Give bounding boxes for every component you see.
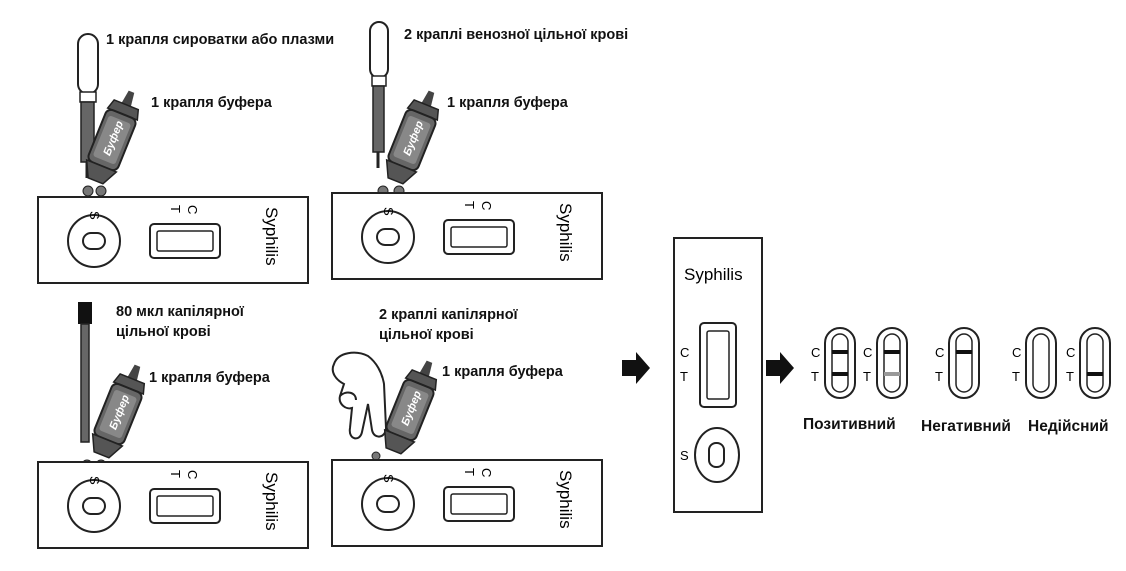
step4-buffer-label: 1 крапля буфера [442, 364, 563, 380]
svg-text:Syphilis: Syphilis [556, 470, 575, 529]
step4-illustration: Буфер S T C Syphilis [331, 351, 603, 547]
result-positive-2: C T [863, 327, 908, 399]
arrow-right-icon [622, 352, 650, 384]
svg-text:S: S [680, 448, 689, 463]
svg-text:T: T [811, 369, 819, 384]
test-cassette: S T C Syphilis [331, 459, 603, 547]
buffer-bottle-icon: Буфер [377, 354, 446, 458]
result-invalid-1: C T [1012, 327, 1057, 399]
step3-illustration: Буфер S T C Syphilis [37, 302, 309, 549]
step2-illustration: Буфер S T C Syphilis [331, 21, 603, 280]
test-cassette: S T C Syphilis [37, 196, 309, 284]
step2-sample-label: 2 краплі венозної цільної крові [404, 27, 629, 43]
test-cassette: S T C Syphilis [331, 192, 603, 280]
pipette-icon [77, 33, 99, 178]
svg-text:C: C [1012, 345, 1021, 360]
buffer-bottle-icon: Буфер [85, 358, 154, 462]
step4-sample-label-line2: цільної крові [379, 327, 474, 343]
svg-text:T: T [680, 369, 688, 384]
svg-text:C: C [811, 345, 820, 360]
step1-sample-label: 1 крапля сироватки або плазми [106, 32, 335, 48]
svg-text:Syphilis: Syphilis [556, 203, 575, 262]
result-positive-1: C T [811, 327, 856, 399]
svg-text:Syphilis: Syphilis [684, 265, 743, 284]
svg-text:S: S [381, 474, 396, 483]
svg-text:T: T [462, 468, 477, 476]
svg-text:Syphilis: Syphilis [262, 207, 281, 266]
capillary-tube-icon [78, 302, 92, 443]
svg-text:C: C [1066, 345, 1075, 360]
svg-text:C: C [863, 345, 872, 360]
buffer-bottle-icon: Буфер [379, 84, 448, 188]
step3-sample-label-line2: цільної крові [116, 324, 211, 340]
arrow-right-icon [766, 352, 794, 384]
step3-buffer-label: 1 крапля буфера [149, 370, 270, 386]
svg-text:Syphilis: Syphilis [262, 472, 281, 531]
drop-icon [82, 185, 107, 197]
result-invalid-label: Недійсний [1028, 418, 1109, 435]
svg-text:T: T [1066, 369, 1074, 384]
step1-buffer-label: 1 крапля буфера [151, 95, 272, 111]
step4-sample-label-line1: 2 краплі капілярної [379, 307, 518, 323]
svg-text:T: T [935, 369, 943, 384]
svg-text:C: C [935, 345, 944, 360]
test-cassette: S T C Syphilis [37, 461, 309, 549]
svg-text:C: C [479, 468, 494, 477]
svg-text:T: T [168, 470, 183, 478]
result-negative-label: Негативний [921, 418, 1011, 435]
buffer-bottle-icon: Буфер [79, 84, 148, 188]
result-invalid-2: C T [1066, 327, 1111, 399]
svg-text:S: S [87, 211, 102, 220]
svg-text:C: C [479, 201, 494, 210]
hand-icon [331, 351, 388, 440]
svg-text:C: C [185, 470, 200, 479]
pipette-icon [369, 21, 389, 168]
step1-illustration: Буфер S T C Syphilis [37, 33, 309, 284]
svg-text:T: T [1012, 369, 1020, 384]
vertical-test-cassette: Syphilis C T S [673, 237, 763, 513]
svg-text:C: C [185, 205, 200, 214]
step2-buffer-label: 1 крапля буфера [447, 95, 568, 111]
step3-sample-label-line1: 80 мкл капілярної [116, 304, 244, 320]
result-positive-label: Позитивний [803, 416, 896, 433]
result-negative: C T [935, 327, 980, 399]
svg-text:S: S [381, 207, 396, 216]
svg-text:C: C [680, 345, 689, 360]
svg-text:T: T [462, 201, 477, 209]
svg-text:S: S [87, 476, 102, 485]
svg-text:T: T [863, 369, 871, 384]
svg-text:T: T [168, 205, 183, 213]
